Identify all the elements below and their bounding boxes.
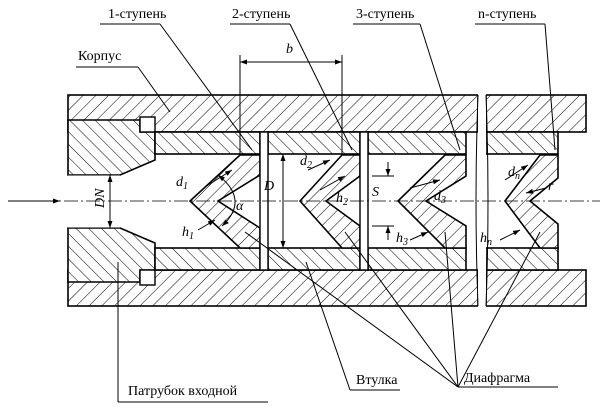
label-stage-3: 3-ступень	[356, 7, 414, 22]
label-diaphragm: Диафрагма	[464, 371, 531, 386]
dim-DN: DN	[93, 188, 108, 209]
break-gap	[475, 88, 489, 313]
inlet-pipe-body	[67, 116, 156, 286]
dim-d1: d1	[176, 175, 188, 192]
dim-h3: h3	[396, 231, 408, 248]
label-sleeve: Втулка	[356, 373, 398, 388]
label-stage-1: 1-ступень	[108, 7, 166, 22]
dimension-lines	[107, 55, 547, 248]
dim-hn: hn	[480, 231, 492, 248]
dim-r: r	[548, 179, 554, 194]
dim-alpha: α	[236, 199, 244, 214]
dim-S: S	[372, 185, 379, 200]
dim-h1: h1	[182, 225, 194, 242]
dim-h2: h2	[336, 191, 348, 208]
label-stage-2: 2-ступень	[232, 7, 290, 22]
dim-b: b	[286, 42, 293, 57]
dim-d3: d3	[434, 189, 446, 206]
dim-dn: dn	[508, 165, 520, 182]
leader-lines	[76, 23, 558, 403]
dim-d2: d2	[300, 154, 312, 171]
label-inlet-pipe: Патрубок входной	[128, 384, 238, 399]
label-housing: Корпус	[78, 49, 121, 64]
dim-D: D	[263, 179, 274, 194]
label-stage-n: n-ступень	[478, 7, 536, 22]
